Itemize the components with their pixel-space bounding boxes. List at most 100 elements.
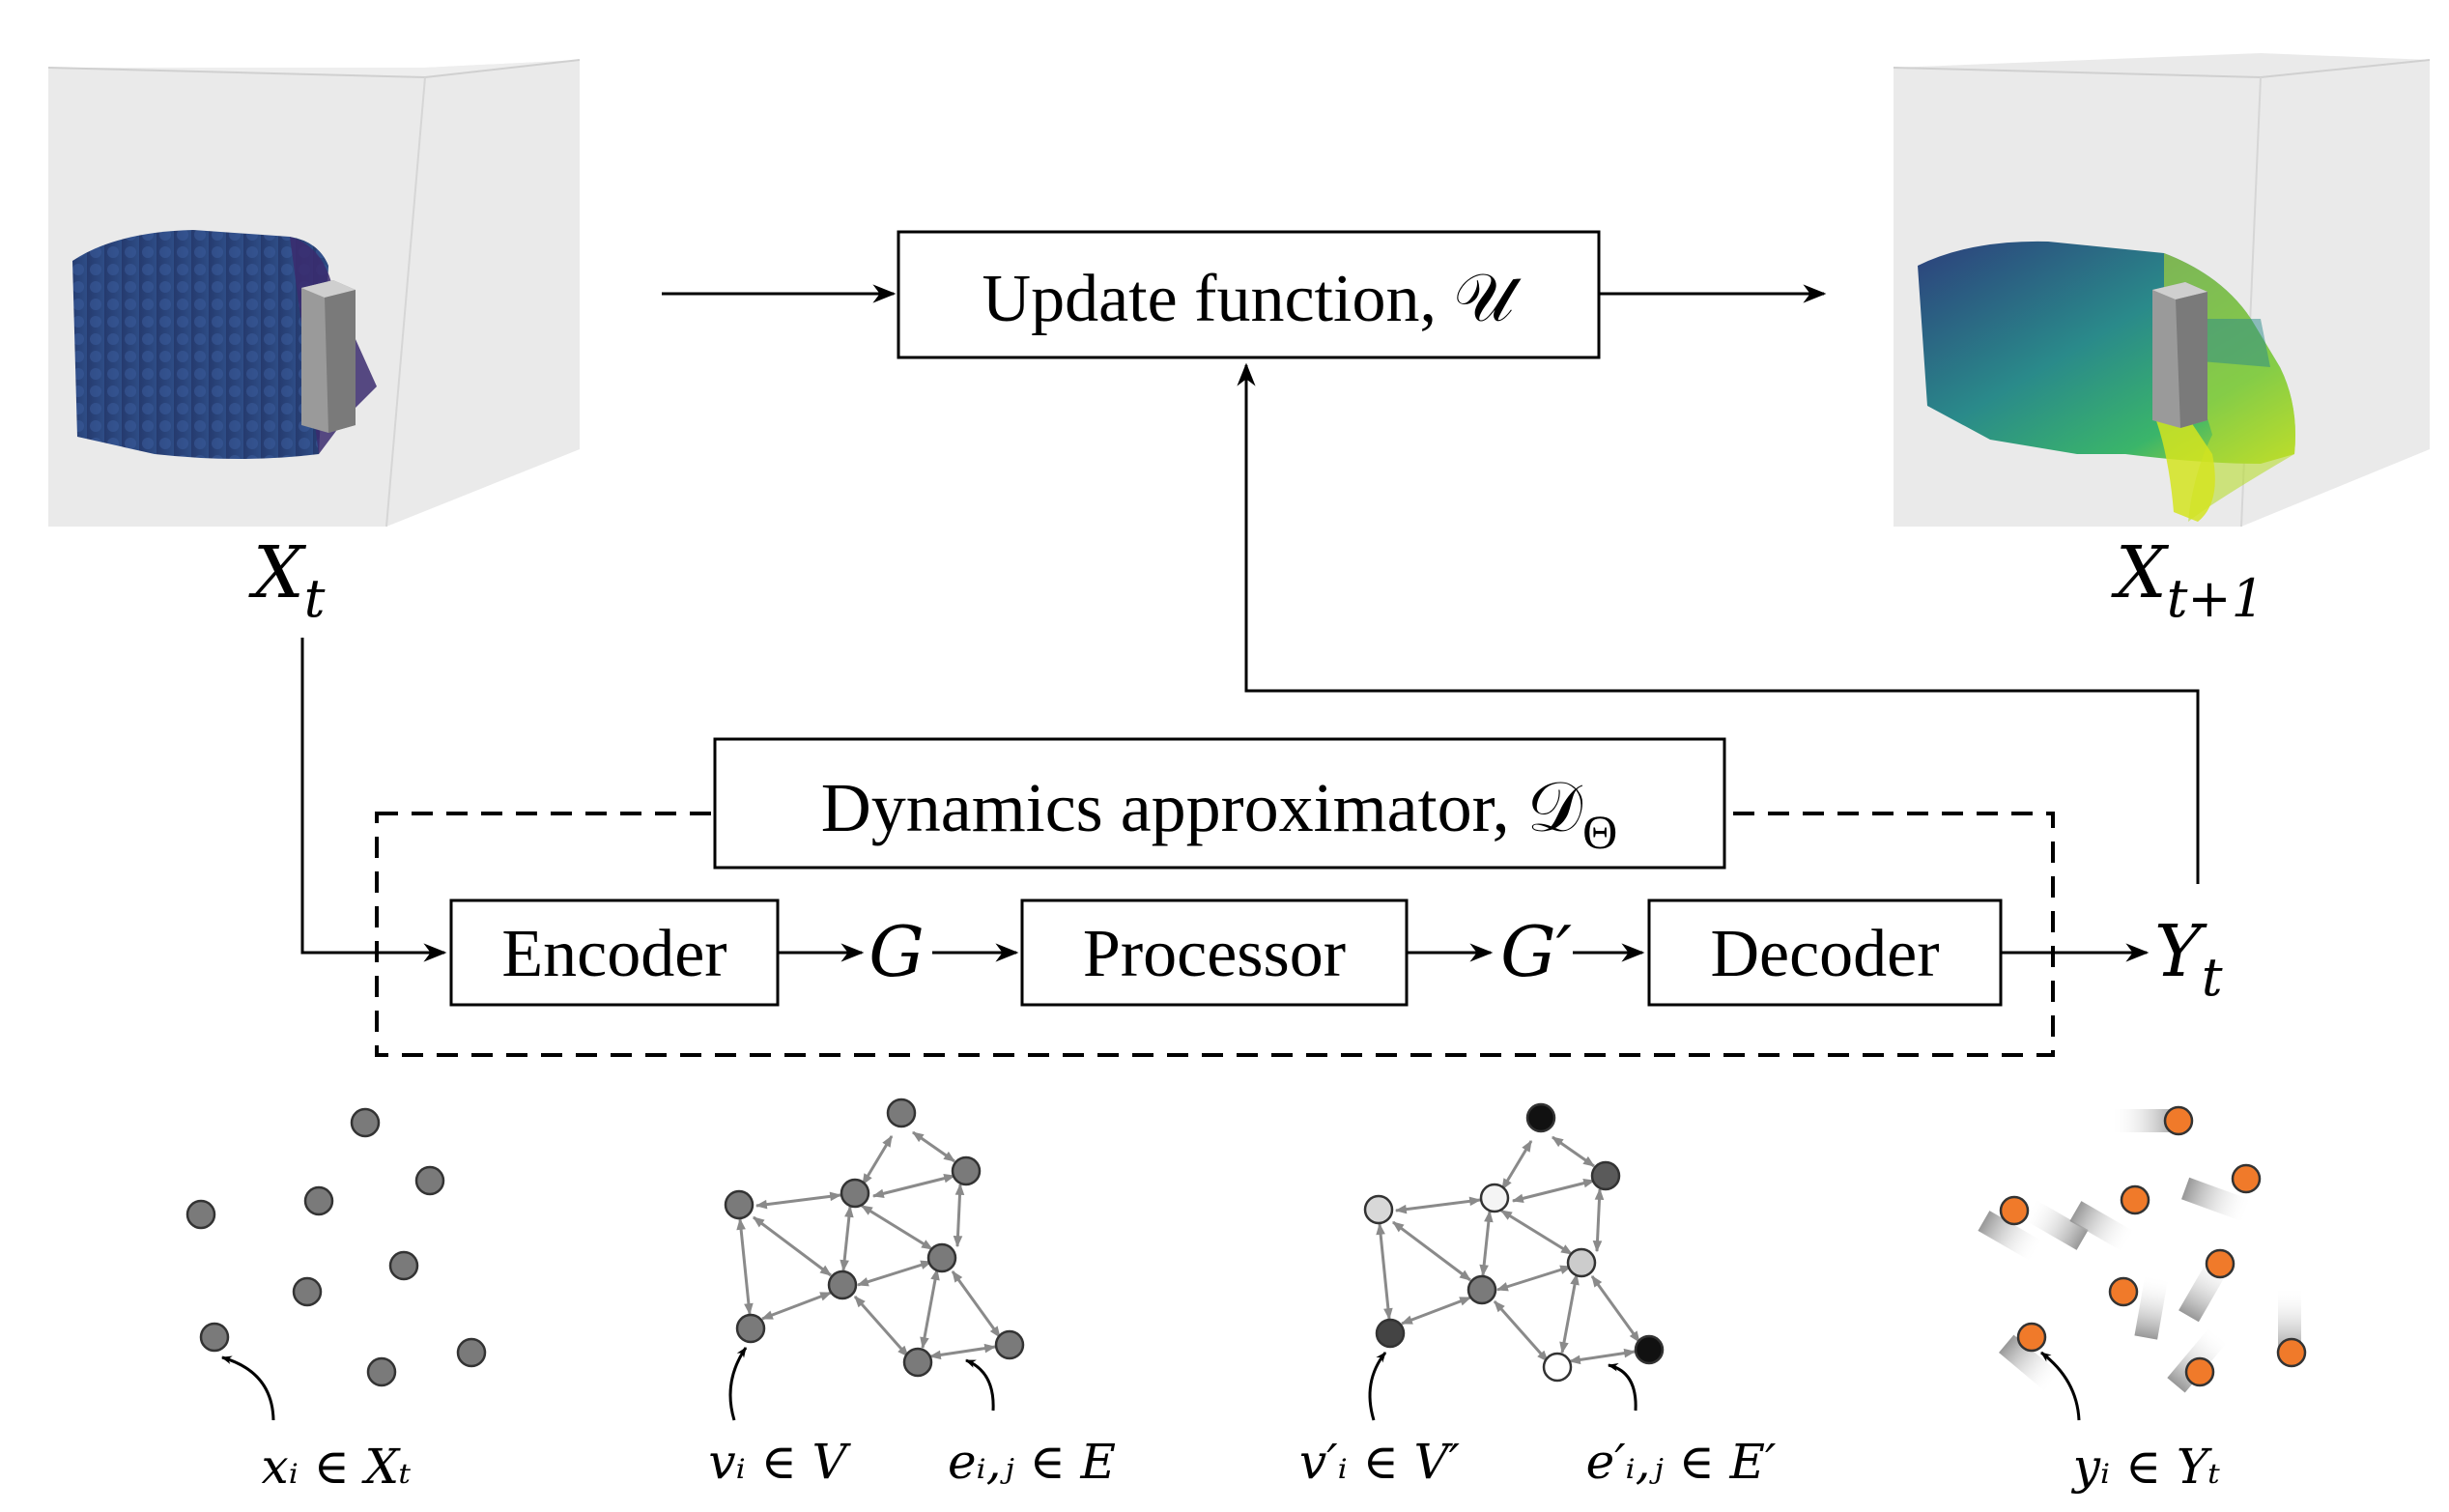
dynamics-approximator-label: Dynamics approximator, 𝒟Θ xyxy=(821,769,1618,859)
graph-edge xyxy=(861,1134,894,1186)
output-node xyxy=(2163,1105,2194,1136)
graph-edge xyxy=(912,1130,955,1163)
arrow-output-to-update xyxy=(1237,362,2200,884)
dynamics-approximator-sub: Θ xyxy=(1582,805,1617,859)
update-function-label: Update function, 𝒰 xyxy=(982,262,1523,336)
graph-edge xyxy=(753,1215,832,1277)
graph-node xyxy=(902,1347,933,1378)
graph-edge xyxy=(1499,1209,1574,1256)
obstacle-pillar-next xyxy=(2152,282,2207,428)
state-label-next: Xt+1 xyxy=(2111,531,2264,629)
output-node xyxy=(2205,1248,2235,1279)
graph-edge xyxy=(953,1183,965,1248)
graph-edge xyxy=(856,1260,933,1287)
state-label-output: Yt xyxy=(2154,910,2223,1008)
particle-node xyxy=(292,1276,323,1307)
caption-particles: xᵢ ∈ Xₜ xyxy=(262,1439,412,1495)
graph-edge xyxy=(1511,1178,1596,1204)
graph-node xyxy=(827,1270,858,1300)
graph-edge xyxy=(1568,1348,1637,1365)
pointer-node-prime xyxy=(1368,1352,1387,1421)
graph-edge xyxy=(1376,1222,1393,1321)
graph-edge xyxy=(920,1268,940,1350)
particle-node xyxy=(414,1165,445,1196)
graph-edge xyxy=(928,1343,997,1360)
output-node xyxy=(2276,1337,2307,1368)
graph-edge xyxy=(1479,1210,1494,1277)
graph-edge xyxy=(1400,1296,1472,1326)
arrow-state-to-encoder xyxy=(300,638,447,962)
output-node xyxy=(2120,1184,2150,1215)
output-node xyxy=(2184,1356,2215,1387)
caption-nodes: vᵢ ∈ V xyxy=(708,1434,851,1490)
state-label-next-sub: t+1 xyxy=(2167,568,2264,629)
state-label-current: Xt xyxy=(248,531,326,629)
graph-edge xyxy=(1559,1272,1580,1355)
graph-node xyxy=(951,1155,982,1186)
particle-node xyxy=(456,1337,487,1368)
state-label-output-sub: t xyxy=(2202,947,2223,1008)
encoder-label: Encoder xyxy=(501,917,726,991)
graph-label-g-prime: G′ xyxy=(1500,911,1572,992)
graph-edge xyxy=(755,1191,842,1210)
graph-edge xyxy=(1394,1196,1482,1214)
caption-nodes-prime: v′ᵢ ∈ V′ xyxy=(1299,1434,1461,1490)
caption-outputs: yᵢ ∈ Yₜ xyxy=(2071,1439,2220,1495)
dynamics-approximator-title-box xyxy=(713,737,1726,870)
graph-edge xyxy=(853,1296,910,1357)
graph-node xyxy=(1363,1194,1394,1225)
encoder-box xyxy=(449,899,780,1007)
graph-edge xyxy=(1495,1265,1573,1292)
graph-label-g: G xyxy=(869,911,925,992)
particle-node xyxy=(199,1322,230,1353)
pointer-edge xyxy=(964,1358,995,1412)
graph-node xyxy=(1542,1352,1573,1383)
state-label-current-sub: t xyxy=(304,568,326,629)
decoder-label: Decoder xyxy=(1710,917,1939,991)
pointer-output xyxy=(2040,1351,2081,1421)
graph-edge xyxy=(1392,1220,1471,1282)
graph-g-prime-panel xyxy=(1363,1102,1665,1383)
graph-node xyxy=(1479,1183,1510,1213)
graph-node xyxy=(735,1313,766,1344)
simulation-box-current xyxy=(47,59,581,528)
graph-edge xyxy=(736,1217,754,1316)
graph-node xyxy=(1525,1102,1556,1133)
graph-node xyxy=(1375,1318,1406,1349)
caption-edges-prime: e′ᵢ,ⱼ ∈ E′ xyxy=(1586,1434,1777,1490)
graph-edge xyxy=(860,1204,934,1251)
pointer-edge-prime xyxy=(1607,1362,1637,1412)
output-node xyxy=(2108,1276,2139,1307)
graph-node xyxy=(994,1329,1025,1360)
particle-node xyxy=(366,1356,397,1387)
graph-node xyxy=(1467,1274,1497,1305)
graph-edge xyxy=(760,1291,833,1321)
decoder-box xyxy=(1647,899,2003,1007)
graph-edge xyxy=(1493,1300,1550,1362)
simulation-box-next xyxy=(1893,53,2431,528)
graph-node xyxy=(886,1098,917,1128)
pointer-node xyxy=(728,1347,748,1421)
processor-label: Processor xyxy=(1083,917,1346,991)
graph-node xyxy=(724,1189,755,1220)
outputs-panel xyxy=(1978,1105,2307,1393)
graph-node xyxy=(1566,1247,1597,1278)
graph-edge xyxy=(1592,1187,1605,1253)
graph-node xyxy=(840,1178,870,1209)
particle-node xyxy=(388,1250,419,1281)
graph-edge xyxy=(1500,1139,1533,1191)
update-function-box xyxy=(897,230,1601,359)
particles-panel xyxy=(185,1107,487,1387)
graph-edge xyxy=(871,1173,956,1199)
particle-node xyxy=(303,1185,334,1216)
output-node xyxy=(1999,1195,2030,1226)
obstacle-pillar-current xyxy=(301,280,356,433)
particle-node xyxy=(185,1199,216,1230)
pointer-particle xyxy=(220,1355,275,1421)
output-node xyxy=(2016,1322,2047,1353)
graph-edge xyxy=(951,1270,1002,1338)
processor-box xyxy=(1020,899,1409,1007)
graph-node xyxy=(1590,1160,1621,1191)
particle-node xyxy=(350,1107,381,1138)
